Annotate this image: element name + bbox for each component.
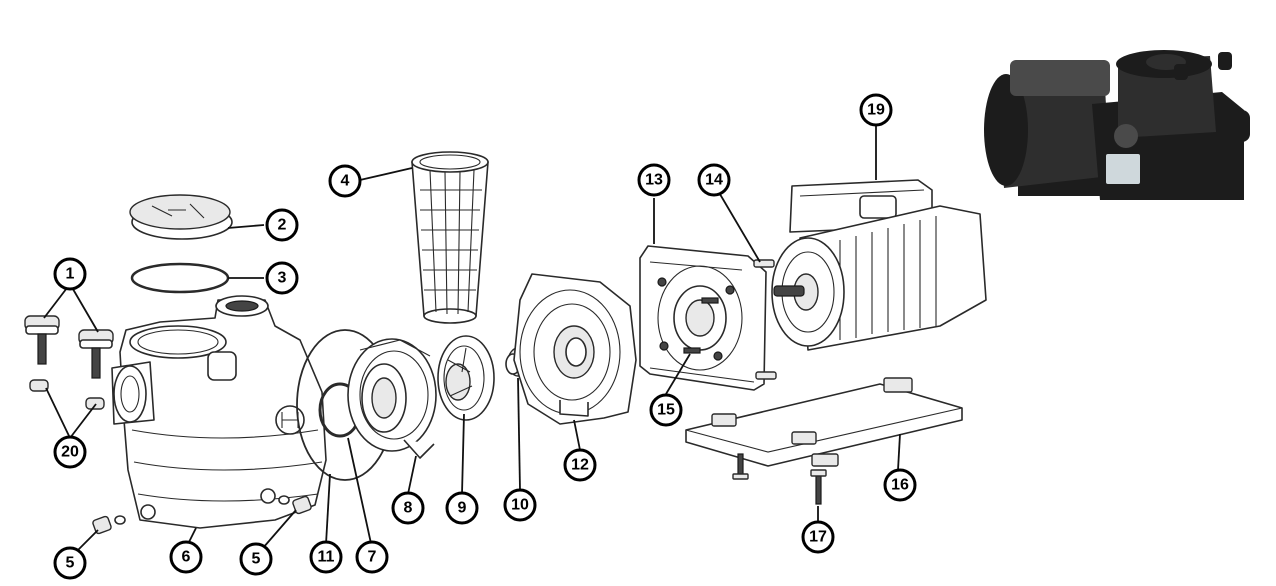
callout-9: 9: [445, 491, 479, 525]
svg-text:1: 1: [66, 266, 75, 283]
callout-19: 19: [859, 93, 893, 127]
svg-text:5: 5: [252, 551, 261, 568]
callout-2: 2: [265, 208, 299, 242]
callout-15: 15: [649, 393, 683, 427]
part-diffuser: [347, 338, 437, 459]
callout-3: 3: [265, 261, 299, 295]
part-pins: [29, 379, 105, 410]
part-seal-plate: [513, 273, 637, 425]
svg-text:20: 20: [61, 444, 79, 461]
callout-5a: 5: [53, 546, 87, 580]
part-drain-plug-right: [278, 495, 312, 515]
callout-10: 10: [503, 488, 537, 522]
svg-text:17: 17: [809, 529, 827, 546]
svg-text:7: 7: [368, 549, 377, 566]
svg-text:16: 16: [891, 477, 909, 494]
part-pump-housing: [111, 295, 327, 529]
part-impeller: [437, 335, 495, 421]
callout-12: 12: [563, 448, 597, 482]
part-screws: [732, 453, 827, 505]
svg-text:12: 12: [571, 457, 589, 474]
callout-20: 20: [53, 435, 87, 469]
part-lid-o-ring: [130, 262, 230, 294]
part-knob-right: [78, 329, 114, 379]
callout-1: 1: [53, 257, 87, 291]
part-strainer-lid: [129, 194, 233, 240]
svg-text:3: 3: [278, 270, 287, 287]
svg-text:5: 5: [66, 555, 75, 572]
callout-17: 17: [801, 520, 835, 554]
svg-text:11: 11: [318, 549, 335, 566]
callout-13: 13: [637, 163, 671, 197]
part-motor: [771, 179, 987, 351]
svg-text:8: 8: [404, 500, 413, 517]
pool-pump-photo: [984, 50, 1250, 200]
svg-text:6: 6: [182, 549, 191, 566]
svg-text:9: 9: [458, 500, 467, 517]
part-bracket-bolts: [753, 259, 777, 380]
callout-7: 7: [355, 540, 389, 574]
svg-text:15: 15: [657, 402, 675, 419]
callout-5b: 5: [239, 542, 273, 576]
callout-6: 6: [169, 540, 203, 574]
part-knob-left: [24, 315, 60, 365]
svg-text:10: 10: [511, 497, 529, 514]
part-strainer-basket: [411, 151, 489, 324]
callout-14: 14: [697, 163, 731, 197]
svg-text:2: 2: [278, 217, 287, 234]
svg-text:4: 4: [341, 173, 350, 190]
callout-8: 8: [391, 491, 425, 525]
leader-lines: [43, 110, 901, 559]
part-motor-bracket: [639, 245, 767, 391]
svg-text:14: 14: [705, 172, 723, 189]
part-studs: [683, 297, 719, 354]
callout-4: 4: [328, 164, 362, 198]
svg-text:19: 19: [867, 102, 885, 119]
part-base: [685, 377, 963, 467]
part-drain-plug-left: [92, 515, 126, 535]
svg-text:13: 13: [645, 172, 663, 189]
callout-11: 11: [309, 540, 343, 574]
callout-16: 16: [883, 468, 917, 502]
